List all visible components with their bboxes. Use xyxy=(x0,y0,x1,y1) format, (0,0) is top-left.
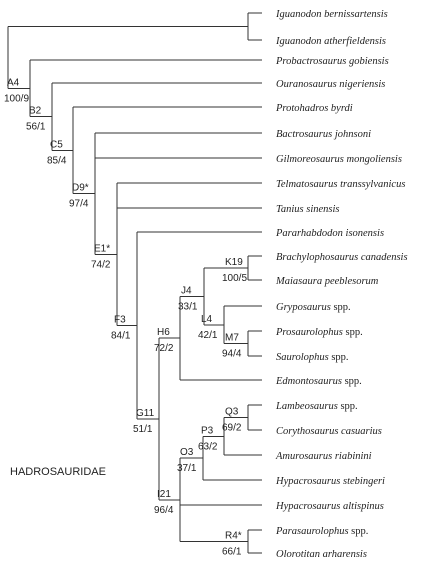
taxon-suffix: spp. xyxy=(349,526,369,537)
node-support-E1: 74/2 xyxy=(91,259,111,270)
node-support-F3: 84/1 xyxy=(111,331,131,342)
node-name-R4: R4* xyxy=(225,531,242,542)
clade-label-hadrosauridae: HADROSAURIDAE xyxy=(10,466,106,478)
taxon-name: Probactrosaurus gobiensis xyxy=(275,56,389,67)
taxon-label-tani: Tanius sinensis xyxy=(276,204,340,215)
node-name-B2: B2 xyxy=(29,106,42,117)
node-support-K19: 100/5 xyxy=(222,273,247,284)
node-name-O3: O3 xyxy=(180,447,194,458)
node-name-H6: H6 xyxy=(157,327,170,338)
node-support-G11: 51/1 xyxy=(133,424,153,435)
taxon-name: Tanius sinensis xyxy=(276,204,340,215)
node-support-I21: 96/4 xyxy=(154,505,174,516)
taxon-name: Protohadros byrdi xyxy=(275,103,353,114)
node-name-F3: F3 xyxy=(114,315,126,326)
taxon-name: Amurosaurus riabinini xyxy=(275,451,372,462)
taxon-suffix: spp. xyxy=(343,327,363,338)
node-name-J4: J4 xyxy=(181,285,192,296)
node-support-D9: 97/4 xyxy=(69,199,89,210)
taxon-suffix: spp. xyxy=(342,376,362,387)
node-support-A4: 100/9 xyxy=(4,93,29,104)
node-name-Q3: Q3 xyxy=(225,407,239,418)
taxon-label-telm: Telmatosaurus transsylvanicus xyxy=(276,179,405,190)
taxon-suffix: spp. xyxy=(338,401,358,412)
taxon-label-brac: Brachylophosaurus canadensis xyxy=(276,252,408,263)
node-name-K19: K19 xyxy=(225,257,243,268)
taxon-label-para: Pararhabdodon isonensis xyxy=(275,228,384,239)
taxon-name: Corythosaurus casuarius xyxy=(276,426,382,437)
taxon-name: Saurolophus xyxy=(276,352,329,363)
taxon-label-gilm: Gilmoreosaurus mongoliensis xyxy=(276,154,402,165)
taxon-name: Gilmoreosaurus mongoliensis xyxy=(276,154,402,165)
taxon-label-iath: Iguanodon atherfieldensis xyxy=(275,36,386,47)
taxon-label-gryp: Gryposaurus spp. xyxy=(276,302,351,313)
node-name-G11: G11 xyxy=(136,408,155,419)
taxon-name: Olorotitan arharensis xyxy=(276,549,367,560)
taxon-label-hste: Hypacrosaurus stebingeri xyxy=(275,476,385,487)
taxon-name: Telmatosaurus transsylvanicus xyxy=(276,179,405,190)
taxon-label-edmo: Edmontosaurus spp. xyxy=(275,376,362,387)
node-support-L4: 42/1 xyxy=(198,330,218,341)
taxon-suffix: spp. xyxy=(331,302,351,313)
taxon-label-olor: Olorotitan arharensis xyxy=(276,549,367,560)
taxon-name: Hypacrosaurus stebingeri xyxy=(275,476,385,487)
node-name-C5: C5 xyxy=(50,139,63,150)
node-name-D9: D9* xyxy=(72,183,89,194)
taxon-label-oura: Ouranosaurus nigeriensis xyxy=(276,79,385,90)
node-name-A4: A4 xyxy=(7,77,20,88)
taxon-name: Gryposaurus xyxy=(276,302,331,313)
node-support-O3: 37/1 xyxy=(177,463,197,474)
node-support-H6: 72/2 xyxy=(154,343,174,354)
taxon-label-prot: Protohadros byrdi xyxy=(275,103,353,114)
taxon-name: Ouranosaurus nigeriensis xyxy=(276,79,385,90)
taxon-name: Lambeosaurus xyxy=(275,401,338,412)
taxon-label-lamb: Lambeosaurus spp. xyxy=(275,401,358,412)
node-name-L4: L4 xyxy=(201,314,213,325)
taxon-name: Iguanodon atherfieldensis xyxy=(275,36,386,47)
node-name-I21: I21 xyxy=(157,489,171,500)
taxon-name: Hypacrosaurus altispinus xyxy=(275,501,384,512)
node-support-J4: 33/1 xyxy=(178,301,198,312)
taxon-label-halt: Hypacrosaurus altispinus xyxy=(275,501,384,512)
taxon-label-prob: Probactrosaurus gobiensis xyxy=(275,56,389,67)
node-support-P3: 63/2 xyxy=(198,441,218,452)
node-support-B2: 56/1 xyxy=(26,122,46,133)
node-support-Q3: 69/2 xyxy=(222,423,242,434)
taxon-label-amur: Amurosaurus riabinini xyxy=(275,451,372,462)
taxon-name: Edmontosaurus xyxy=(275,376,342,387)
taxon-label-pros: Prosaurolophus spp. xyxy=(275,327,363,338)
node-name-E1: E1* xyxy=(94,243,110,254)
taxon-label-saur: Saurolophus spp. xyxy=(276,352,349,363)
taxon-name: Prosaurolophus xyxy=(275,327,343,338)
taxon-name: Pararhabdodon isonensis xyxy=(275,228,384,239)
taxon-label-bact: Bactrosaurus johnsoni xyxy=(276,129,371,140)
taxon-name: Parasaurolophus xyxy=(275,526,349,537)
taxon-label-ibern: Iguanodon bernissartensis xyxy=(275,9,388,20)
taxon-name: Iguanodon bernissartensis xyxy=(275,9,388,20)
taxon-name: Brachylophosaurus canadensis xyxy=(276,252,408,263)
node-support-R4: 66/1 xyxy=(222,547,242,558)
taxon-label-cory: Corythosaurus casuarius xyxy=(276,426,382,437)
taxon-label-pspp: Parasaurolophus spp. xyxy=(275,526,368,537)
taxon-name: Bactrosaurus johnsoni xyxy=(276,129,371,140)
taxon-suffix: spp. xyxy=(329,352,349,363)
node-name-M7: M7 xyxy=(225,333,239,344)
taxon-name: Maiasaura peeblesorum xyxy=(275,276,379,287)
node-support-C5: 85/4 xyxy=(47,155,67,166)
node-name-P3: P3 xyxy=(201,425,214,436)
node-support-M7: 94/4 xyxy=(222,349,242,360)
taxon-label-maia: Maiasaura peeblesorum xyxy=(275,276,379,287)
